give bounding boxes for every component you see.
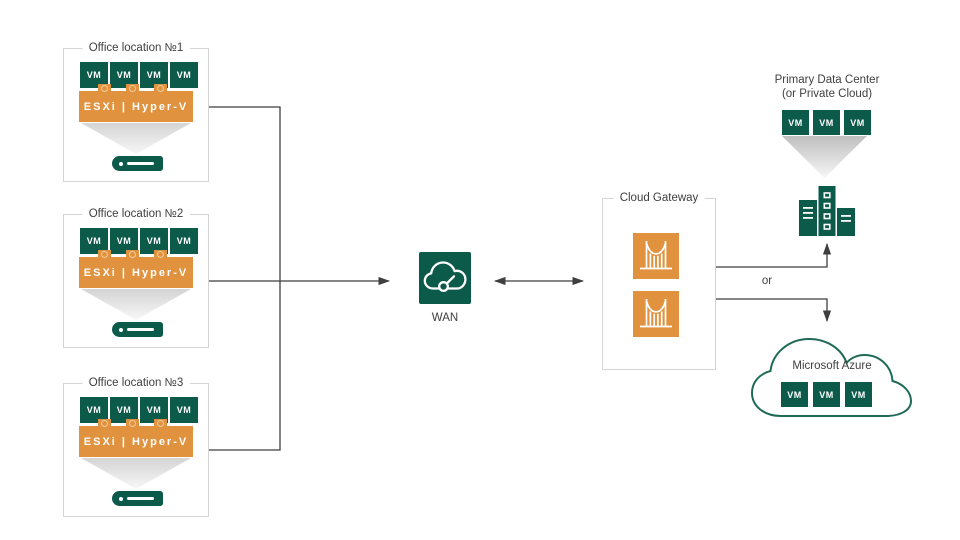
azure-cloud-shape xyxy=(747,328,917,428)
connector-tab-icon xyxy=(98,419,111,427)
gateway-to-azure-arrow xyxy=(714,298,832,323)
primary-dc-title: Primary Data Center (or Private Cloud) xyxy=(740,73,914,101)
office-box-3: Office location №3 VM VM VM VM ESXi | Hy… xyxy=(63,376,209,517)
office-title: Office location №3 xyxy=(82,376,190,391)
backup-appliance-icon xyxy=(112,156,163,171)
primary-dc-title-line2: (or Private Cloud) xyxy=(781,88,873,100)
connector-tab-icon xyxy=(126,84,139,92)
gateway-bridge-icon xyxy=(633,291,679,337)
primary-dc-title-line1: Primary Data Center xyxy=(774,74,880,86)
vm-icon: VM xyxy=(845,382,872,407)
cloud-gateway-box: Cloud Gateway xyxy=(602,191,716,370)
vm-icon: VM xyxy=(813,110,840,135)
office-trunk-line xyxy=(207,106,281,451)
vm-icon: VM xyxy=(781,382,808,407)
connector-tab-icon xyxy=(126,419,139,427)
wan-label: WAN xyxy=(431,312,459,324)
connector-tab-icon xyxy=(126,250,139,258)
azure-label: Microsoft Azure xyxy=(792,360,872,372)
primary-dc-vm-row: VM VM VM xyxy=(782,110,871,135)
backup-appliance-icon xyxy=(112,491,163,506)
azure-vm-row: VM VM VM xyxy=(781,382,872,407)
office-box-2: Office location №2 VM VM VM VM ESXi | Hy… xyxy=(63,207,209,348)
funnel-shape xyxy=(81,289,191,320)
hypervisor-bar: ESXi | Hyper-V xyxy=(79,91,193,122)
connector-tab-icon xyxy=(154,84,167,92)
connector-tab-icon xyxy=(154,419,167,427)
wan-cloud-icon xyxy=(419,252,471,304)
gateway-to-pdc-arrow xyxy=(714,242,832,268)
vm-icon: VM xyxy=(170,62,198,88)
connector-tab-icon xyxy=(98,250,111,258)
backup-appliance-icon xyxy=(112,322,163,337)
office-box-1: Office location №1 VM VM VM VM ESXi | Hy… xyxy=(63,41,209,182)
vm-icon: VM xyxy=(844,110,871,135)
gateway-bridge-icon xyxy=(633,233,679,279)
office-title: Office location №2 xyxy=(82,207,190,222)
office-title: Office location №1 xyxy=(82,41,190,56)
funnel-shape xyxy=(81,458,191,489)
vm-icon: VM xyxy=(170,228,198,254)
connector-tab-icon xyxy=(98,84,111,92)
vm-icon: VM xyxy=(813,382,840,407)
connector-tab-icon xyxy=(154,250,167,258)
datacenter-buildings-icon xyxy=(799,186,855,241)
funnel-shape xyxy=(81,123,191,154)
vm-icon: VM xyxy=(170,397,198,423)
vm-icon: VM xyxy=(782,110,809,135)
cloud-gateway-title: Cloud Gateway xyxy=(613,191,705,206)
or-label: or xyxy=(761,275,773,287)
hypervisor-bar: ESXi | Hyper-V xyxy=(79,257,193,288)
hypervisor-bar: ESXi | Hyper-V xyxy=(79,426,193,457)
